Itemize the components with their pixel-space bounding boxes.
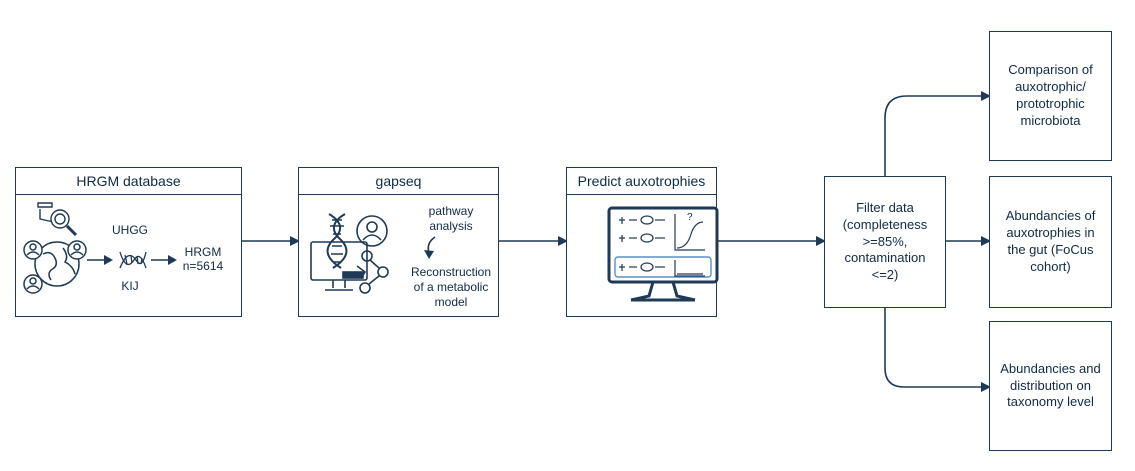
genome-count: n=5614 — [182, 259, 224, 273]
small-arrow-icon — [87, 255, 113, 265]
output-gut-abundance-box: Abundancies of auxotrophies in the gut (… — [989, 176, 1112, 308]
pathway-label-line2: analysis — [429, 219, 473, 233]
reconstruction-label-line3: model — [434, 295, 468, 309]
kij-label: KIJ — [121, 279, 139, 293]
output-taxonomy-box: Abundancies and distribution on taxonomy… — [989, 321, 1112, 451]
globe-people-icon — [23, 240, 87, 294]
predict-auxotrophies-title: Predict auxotrophies — [567, 168, 716, 195]
small-arrow-icon — [151, 255, 177, 265]
folder-search-icon — [37, 202, 78, 237]
predict-auxotrophies-box: Predict auxotrophies — [566, 167, 719, 317]
arrow-filter-to-comparison — [884, 91, 991, 176]
hrgm-database-title: HRGM database — [16, 168, 241, 195]
uhgg-label: UHGG — [112, 223, 148, 237]
pathway-label-line1: pathway — [428, 204, 474, 218]
filter-data-text: Filter data (completeness >=85%, contami… — [842, 199, 928, 283]
hrgm-label: HRGM — [184, 245, 222, 259]
reconstruction-label-line1: Reconstruction — [410, 265, 492, 279]
filter-data-box: Filter data (completeness >=85%, contami… — [824, 176, 946, 308]
question-mark-label: ? — [687, 212, 693, 223]
output-gut-abundance-text: Abundancies of auxotrophies in the gut (… — [1005, 208, 1096, 274]
person-circle-icon — [356, 215, 388, 247]
output-taxonomy-text: Abundancies and distribution on taxonomy… — [1000, 360, 1101, 410]
arrow-filter-to-taxonomy — [884, 308, 991, 392]
reconstruction-label-line2: of a metabolic — [413, 280, 489, 294]
gapseq-title: gapseq — [299, 168, 498, 195]
output-comparison-box: Comparison of auxotrophic/ prototrophic … — [989, 31, 1112, 161]
output-comparison-text: Comparison of auxotrophic/ prototrophic … — [1008, 62, 1093, 128]
hrgm-database-box: HRGM database UHGG — [15, 167, 242, 317]
gapseq-box: gapseq pathway analysis Re — [298, 167, 499, 317]
curved-arrow-icon — [424, 236, 436, 259]
molecule-icon — [356, 250, 389, 294]
monitor-growth-curve-icon: ? — [607, 206, 719, 302]
dna-icon — [119, 251, 147, 269]
